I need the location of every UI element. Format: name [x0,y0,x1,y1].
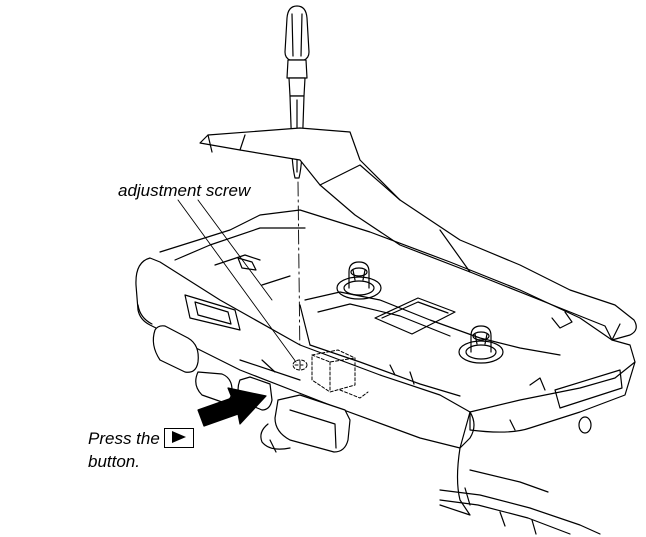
play-button-icon [163,428,194,448]
adjustment-screw [292,349,369,399]
side-panel [469,361,636,434]
cassette-lid [199,127,637,341]
push-arrow-icon [197,387,267,427]
adjustment-screw-leader-2 [197,199,273,301]
cable [439,469,601,535]
reel-spindle-right [458,325,504,364]
reel-spindle-left [336,261,382,300]
screwdriver-icon [284,5,310,363]
adjustment-screw-label: adjustment screw [118,181,251,200]
control-buttons [152,325,351,453]
adjustment-screw-leader [177,199,297,363]
front-panel [135,257,475,516]
deck-body [159,209,636,413]
press-instruction: Press the [88,428,194,450]
button-label: button. [88,452,140,471]
press-the-label: Press the [88,429,160,448]
